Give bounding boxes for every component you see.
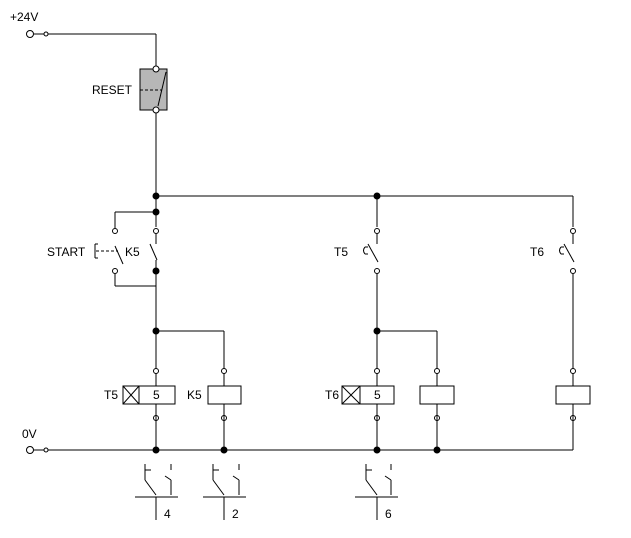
junction xyxy=(373,327,381,335)
reset-label: RESET xyxy=(92,83,133,97)
coil-k5-label: K5 xyxy=(187,388,202,402)
supply-positive-label: +24V xyxy=(10,10,38,24)
supply-positive-wire xyxy=(26,30,157,66)
coil-t5-value: 5 xyxy=(153,388,160,402)
coil-t5 xyxy=(122,385,176,450)
t5-contact-label: T5 xyxy=(334,245,348,259)
coil-t5-label: T5 xyxy=(104,388,118,402)
contact-ref-block-2 xyxy=(203,464,246,520)
junction xyxy=(433,446,441,454)
coil-k5 xyxy=(207,385,242,450)
t6-branch xyxy=(559,196,576,386)
junction xyxy=(373,446,381,454)
reset-switch xyxy=(139,65,168,196)
coil-unlabeled-1 xyxy=(419,385,455,450)
ref-2-label: 2 xyxy=(232,507,239,521)
junction xyxy=(152,327,160,335)
coil-t6-value: 5 xyxy=(374,388,381,402)
coil-unlabeled-2 xyxy=(555,385,591,450)
start-k5-branch xyxy=(94,196,227,386)
t6-contact-label: T6 xyxy=(530,245,544,259)
ground-label: 0V xyxy=(22,427,37,441)
junction xyxy=(152,208,160,216)
ref-4-label: 4 xyxy=(164,507,171,521)
coil-t6 xyxy=(341,385,395,450)
start-label: START xyxy=(47,245,86,259)
junction xyxy=(152,267,160,275)
ref-6-label: 6 xyxy=(385,507,392,521)
contact-ref-block-4 xyxy=(135,464,178,520)
junction xyxy=(220,446,228,454)
k5-contact-label: K5 xyxy=(125,245,140,259)
junction xyxy=(152,446,160,454)
ground-rail xyxy=(26,446,573,454)
coil-t6-label: T6 xyxy=(325,388,339,402)
t5-branch xyxy=(363,196,440,386)
contact-ref-block-6 xyxy=(355,464,398,520)
